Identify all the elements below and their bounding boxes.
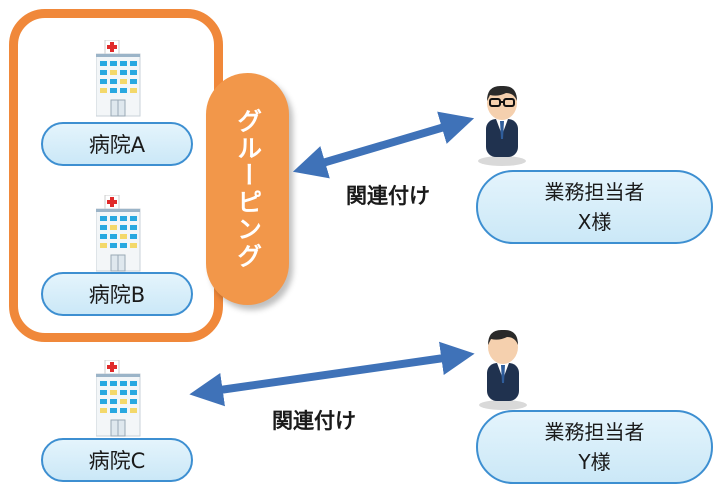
hospital-c-label: 病院C <box>41 438 193 482</box>
user-y-name: Y様 <box>578 450 611 474</box>
hospital-a-label: 病院A <box>41 122 193 166</box>
user-x-label: 業務担当者 X様 <box>476 170 713 244</box>
hospital-b-text: 病院B <box>88 283 146 307</box>
grouping-label-box: グルーピング <box>206 73 289 305</box>
double-arrow-icon <box>292 111 475 179</box>
double-arrow-icon <box>189 341 475 407</box>
hospital-a-text: 病院A <box>88 133 146 157</box>
businessman-with-glasses-icon <box>478 85 526 166</box>
user-y-label: 業務担当者 Y様 <box>476 410 713 484</box>
user-x-name: X様 <box>577 210 612 234</box>
association-label-y: 関連付け <box>272 409 356 433</box>
hospital-c-text: 病院C <box>88 449 146 473</box>
association-label-x: 関連付け <box>346 184 430 208</box>
grouping-label: グルーピング <box>233 108 263 270</box>
user-x-role: 業務担当者 <box>544 180 645 204</box>
user-y-role: 業務担当者 <box>544 420 645 444</box>
hospital-b-label: 病院B <box>41 272 193 316</box>
